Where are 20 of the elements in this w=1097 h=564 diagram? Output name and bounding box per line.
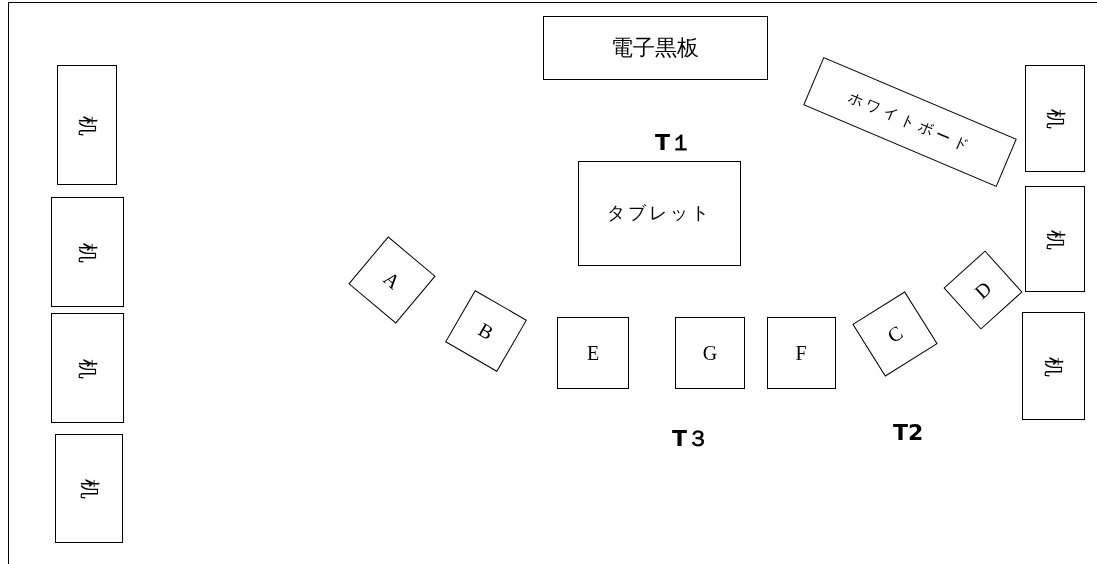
desk-box: 机 — [55, 433, 123, 543]
whiteboard-box: ホワイトボード — [803, 57, 1017, 187]
tablet-box: タブレット — [577, 160, 741, 266]
seat-box: B — [445, 290, 527, 372]
seat-box: A — [348, 236, 436, 324]
board-box: 電子黒板 — [542, 16, 768, 80]
desk-box: 机 — [1025, 186, 1085, 292]
desk-box: 机 — [1025, 64, 1085, 172]
seat-box: C — [852, 291, 938, 377]
seat-box: G — [675, 317, 745, 389]
seat-box: D — [943, 250, 1023, 330]
desk-box: 机 — [50, 313, 124, 423]
seat-box: E — [557, 317, 629, 389]
seat-box: F — [766, 317, 836, 389]
desk-box: 机 — [57, 65, 117, 185]
table-label: T2 — [893, 420, 924, 445]
table-label: T１ — [655, 129, 692, 157]
desk-box: 机 — [50, 197, 124, 307]
desk-box: 机 — [1021, 312, 1085, 420]
table-label: T３ — [672, 425, 709, 453]
